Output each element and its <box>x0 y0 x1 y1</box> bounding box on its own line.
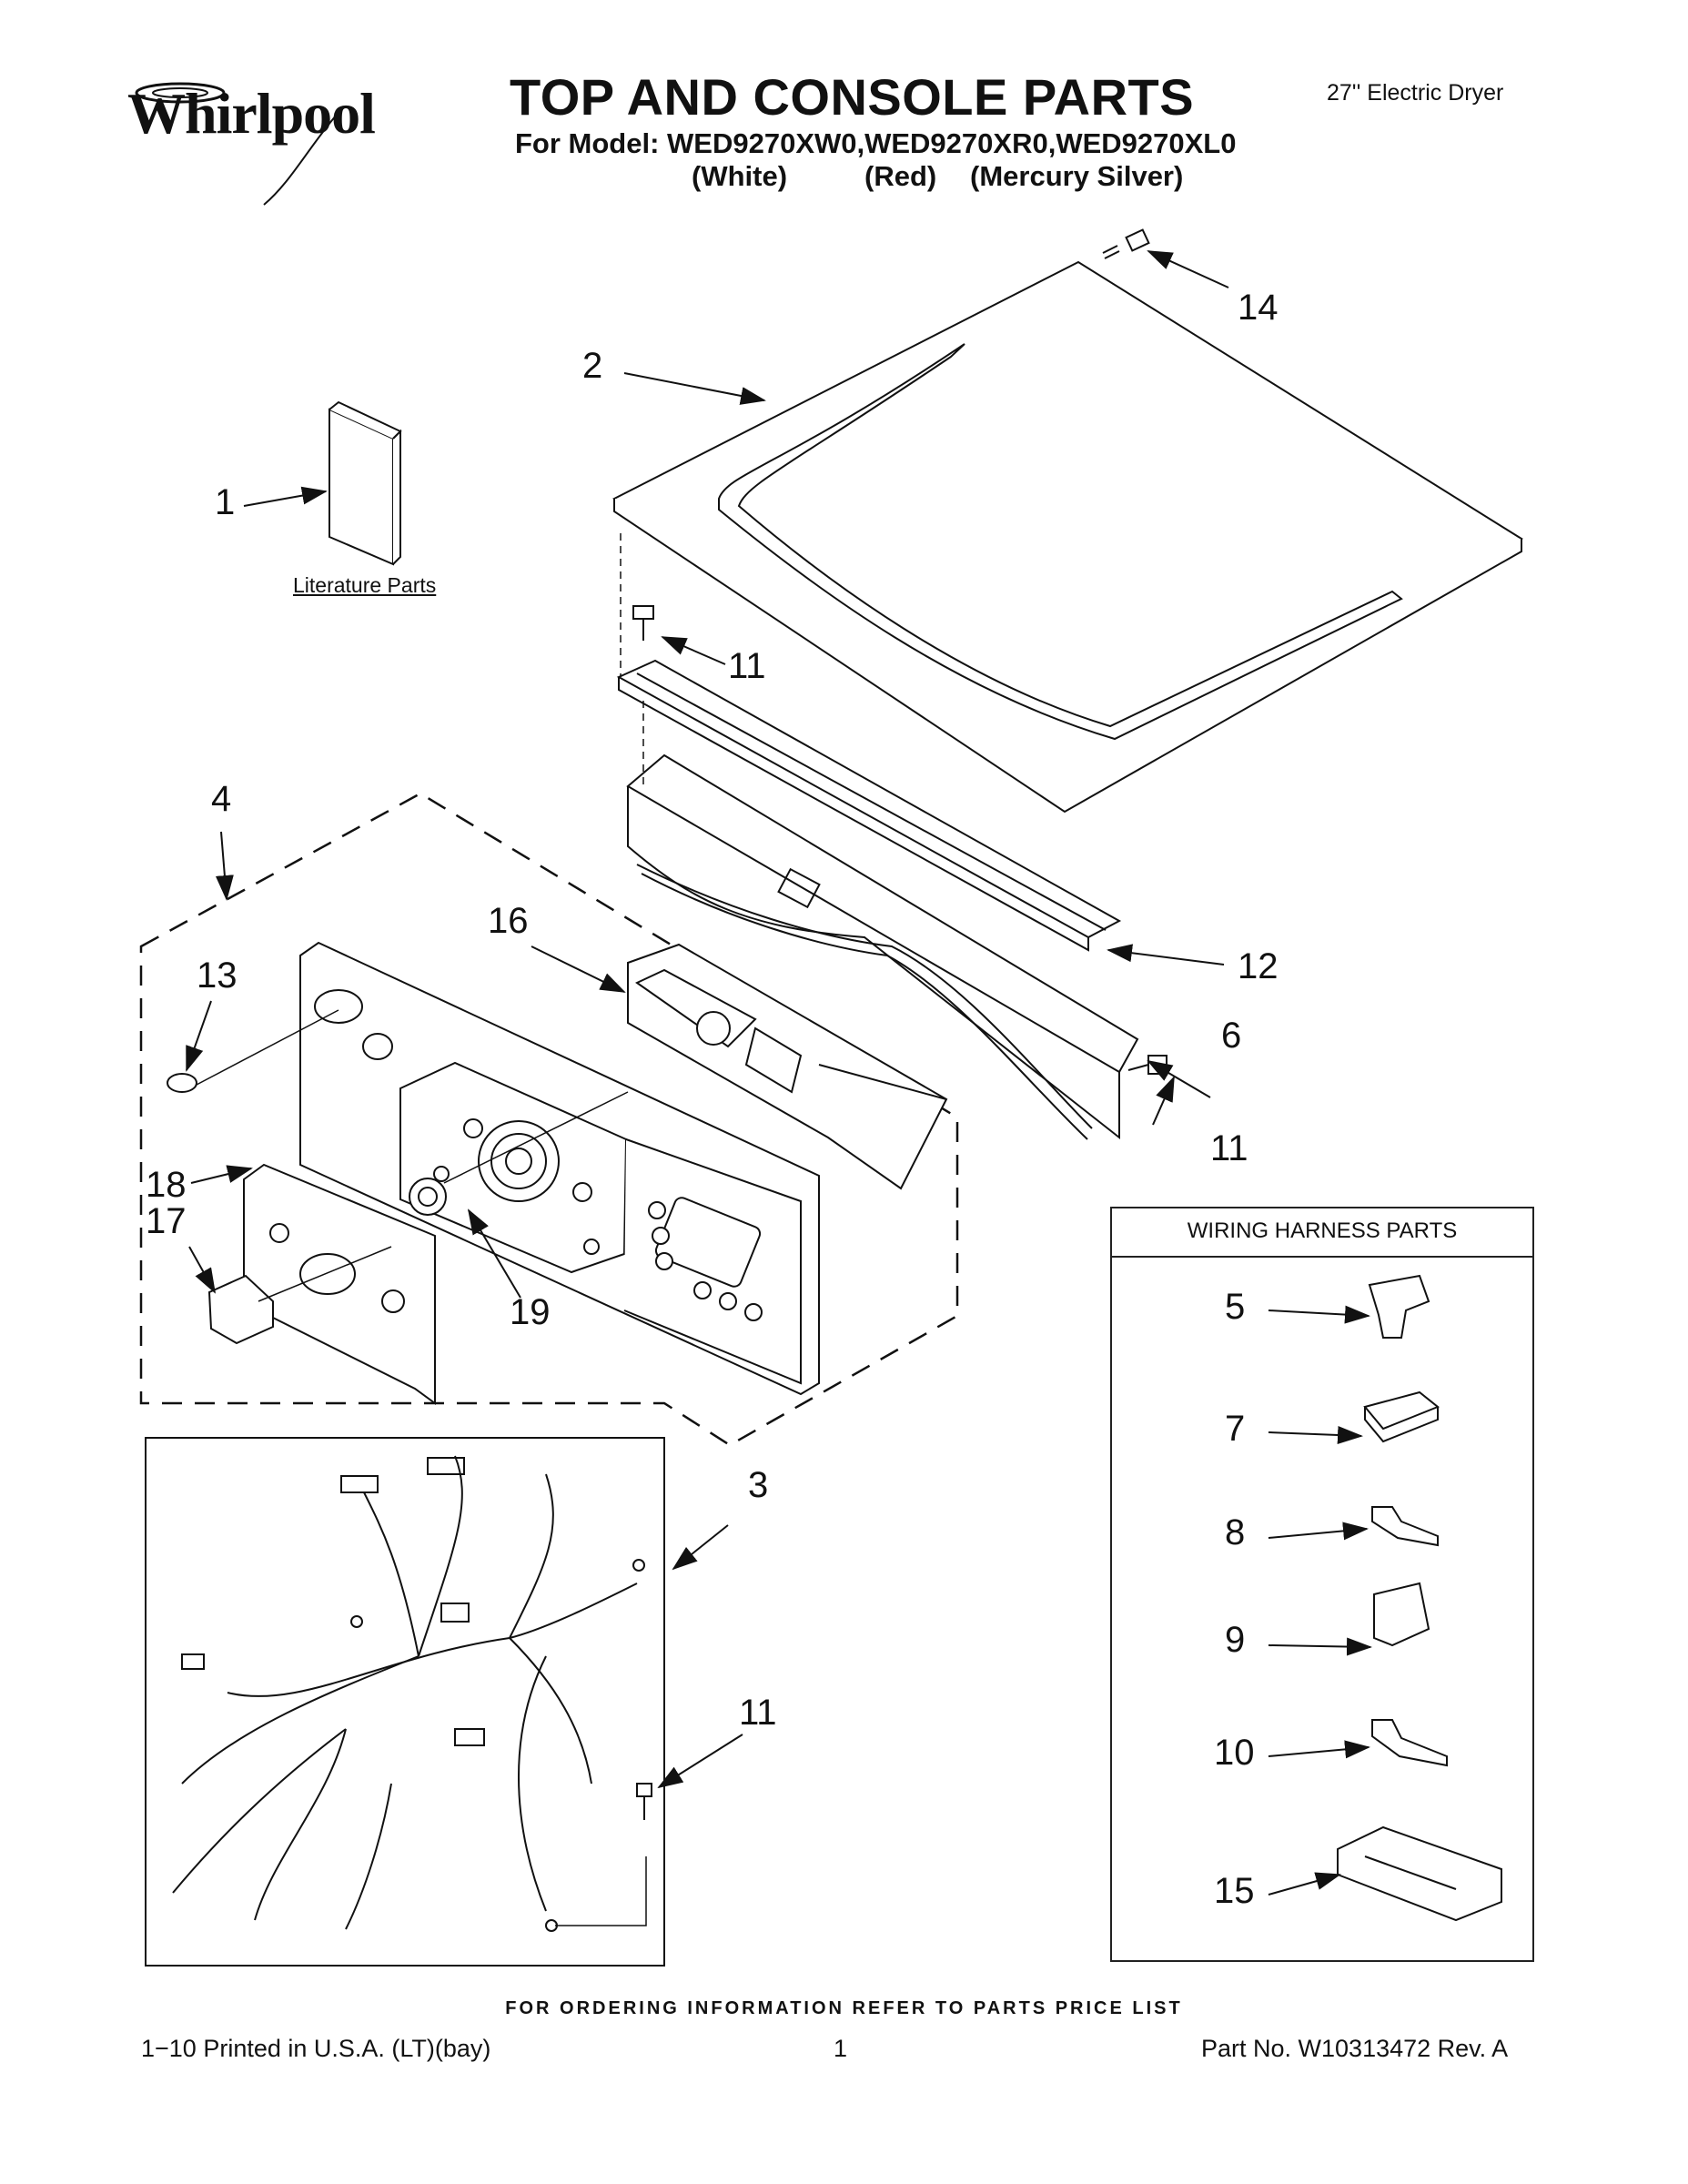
color-white: (White) <box>692 160 788 192</box>
console-assembly-boundary <box>139 792 959 1447</box>
literature-parts-label: Literature Parts <box>293 573 437 597</box>
page-number: 1 <box>834 2035 848 2062</box>
harness-item-15: 15 <box>1214 1871 1255 1911</box>
harness-box <box>145 1437 665 1967</box>
callout-19: 19 <box>510 1292 551 1332</box>
screw-11-right <box>1127 1055 1167 1075</box>
harness-item-9: 9 <box>1225 1620 1246 1660</box>
wiring-harness-heading: WIRING HARNESS PARTS <box>1110 1207 1534 1258</box>
callout-14: 14 <box>1238 288 1279 328</box>
callout-arrows <box>186 250 1372 1896</box>
badge-13 <box>167 1073 197 1093</box>
terminal-10-icon <box>1371 1719 1448 1767</box>
callout-3: 3 <box>748 1465 769 1505</box>
callout-16: 16 <box>488 901 529 941</box>
harness-part-icons <box>1337 1274 1502 1922</box>
connector-9-icon <box>1373 1582 1430 1647</box>
model-line: For Model: WED9270XW0,WED9270XR0,WED9270… <box>515 127 1237 159</box>
knob-shaft-lines <box>196 1009 629 1302</box>
product-type: 27'' Electric Dryer <box>1327 80 1504 106</box>
print-info: 1−10 Printed in U.S.A. (LT)(bay) <box>141 2035 491 2062</box>
harness-item-5: 5 <box>1225 1287 1246 1327</box>
ordering-note: FOR ORDERING INFORMATION REFER TO PARTS … <box>505 1998 1183 2018</box>
screw-11-harness <box>636 1783 652 1820</box>
harness-item-7: 7 <box>1225 1409 1246 1449</box>
console-panel <box>299 941 820 1396</box>
faceplate-18 <box>243 1163 436 1405</box>
brand-logo <box>127 73 391 214</box>
part-number: Part No. W10313472 Rev. A <box>1201 2035 1509 2062</box>
knob-17 <box>207 1274 274 1345</box>
callout-4: 4 <box>211 779 232 819</box>
literature-booklet <box>329 400 402 566</box>
logo-swoosh-icon <box>135 82 342 206</box>
harness-item-8: 8 <box>1225 1512 1246 1552</box>
console-bracket <box>616 659 1122 952</box>
dash-guide-lines <box>620 533 644 786</box>
brand-wordmark: Whirlpool <box>127 81 376 146</box>
callout-6: 6 <box>1221 1016 1242 1056</box>
top-panel <box>612 260 1523 814</box>
wiring-harness-parts-box <box>1110 1207 1534 1962</box>
callout-13: 13 <box>197 956 238 996</box>
callout-1: 1 <box>215 482 236 522</box>
terminal-8-icon <box>1371 1506 1439 1547</box>
callout-11-harness: 11 <box>739 1693 777 1733</box>
clip-5-icon <box>1368 1274 1430 1339</box>
callout-11-top: 11 <box>728 646 766 686</box>
screw-14 <box>1102 228 1150 259</box>
harness-item-10: 10 <box>1214 1733 1255 1773</box>
control-board <box>627 943 948 1190</box>
color-red: (Red) <box>864 160 937 192</box>
wiring-harness <box>172 1455 645 1932</box>
connector-7-icon <box>1363 1390 1440 1443</box>
console-frame <box>626 753 1139 1140</box>
callout-12: 12 <box>1238 946 1279 986</box>
color-mercury-silver: (Mercury Silver) <box>970 160 1184 192</box>
callout-18: 18 <box>146 1165 187 1205</box>
page-title: TOP AND CONSOLE PARTS <box>510 68 1195 126</box>
callout-11-right: 11 <box>1210 1128 1248 1168</box>
encoder-19 <box>409 1178 447 1216</box>
callout-17: 17 <box>146 1201 187 1241</box>
callout-2: 2 <box>582 346 603 386</box>
screw-11-top <box>632 605 654 641</box>
